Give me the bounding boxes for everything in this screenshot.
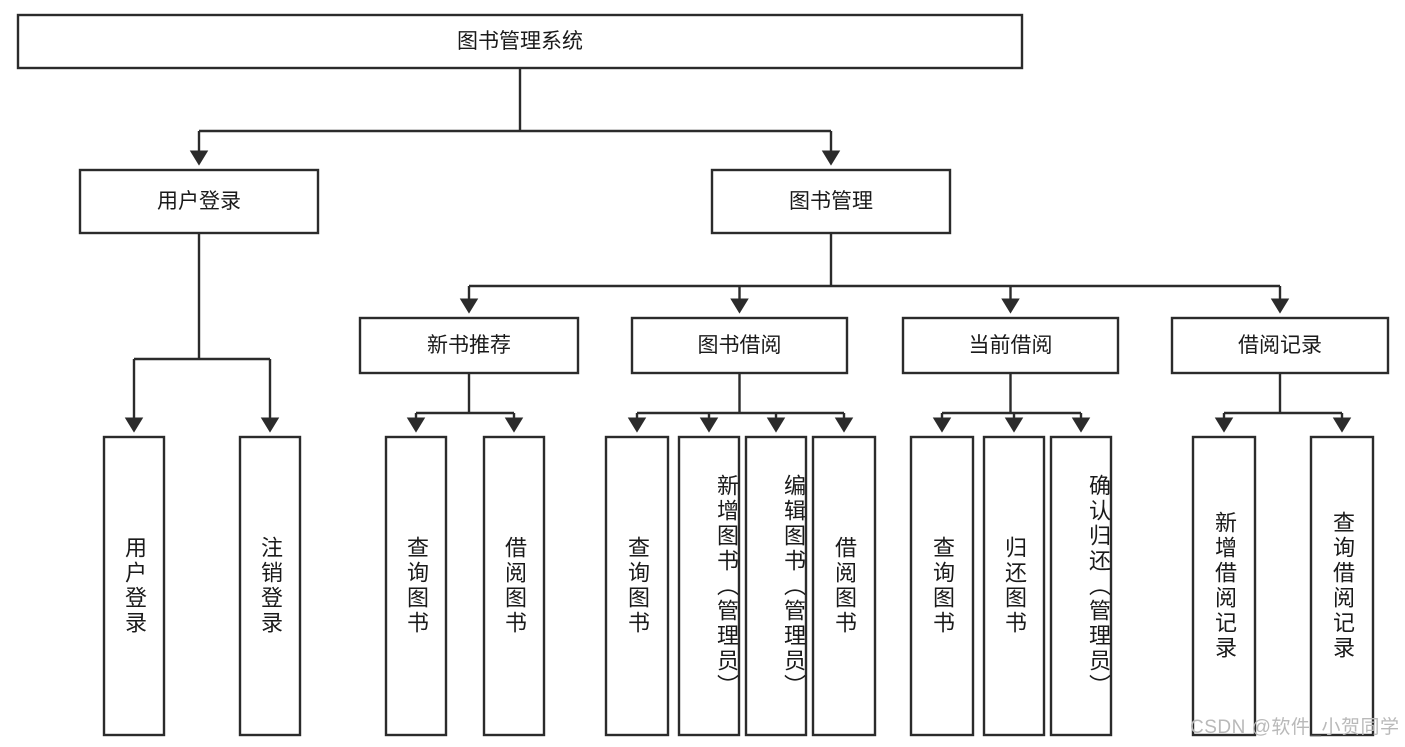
boxes-layer [16,13,1390,737]
csdn-watermark: CSDN @软件_小贺同学 [1190,717,1400,738]
node-label-borrow-record: 借阅记录 [1238,334,1322,357]
node-box-leaf-borrow-book-rec[interactable] [482,435,546,737]
node-box-book-manage[interactable] [710,168,952,235]
node-box-new-book-recommend[interactable] [358,316,580,375]
node-box-leaf-borrow-book[interactable] [811,435,877,737]
node-label-book-borrow: 图书借阅 [698,334,782,357]
node-box-leaf-add-book[interactable] [677,435,741,737]
node-box-borrow-record[interactable] [1170,316,1390,375]
node-label-user-login: 用户登录 [157,190,241,213]
node-box-leaf-add-record[interactable] [1191,435,1257,737]
node-box-leaf-query-record[interactable] [1309,435,1375,737]
node-box-leaf-return-book[interactable] [982,435,1046,737]
node-box-leaf-edit-book[interactable] [744,435,808,737]
node-box-root[interactable] [16,13,1024,70]
node-box-user-login[interactable] [78,168,320,235]
node-box-leaf-user-logout[interactable] [238,435,302,737]
node-box-leaf-user-login[interactable] [102,435,166,737]
edges-layer [124,68,1352,433]
node-label-book-manage: 图书管理 [789,190,873,213]
node-box-current-borrow[interactable] [901,316,1120,375]
node-box-book-borrow[interactable] [630,316,849,375]
node-label-current-borrow: 当前借阅 [969,334,1053,357]
node-label-root: 图书管理系统 [457,30,583,53]
node-box-leaf-query-book-rec[interactable] [384,435,448,737]
node-box-leaf-confirm-return[interactable] [1049,435,1113,737]
node-label-new-book-recommend: 新书推荐 [427,334,511,357]
node-box-leaf-query-book-cur[interactable] [909,435,975,737]
node-box-leaf-query-book-borrow[interactable] [604,435,670,737]
